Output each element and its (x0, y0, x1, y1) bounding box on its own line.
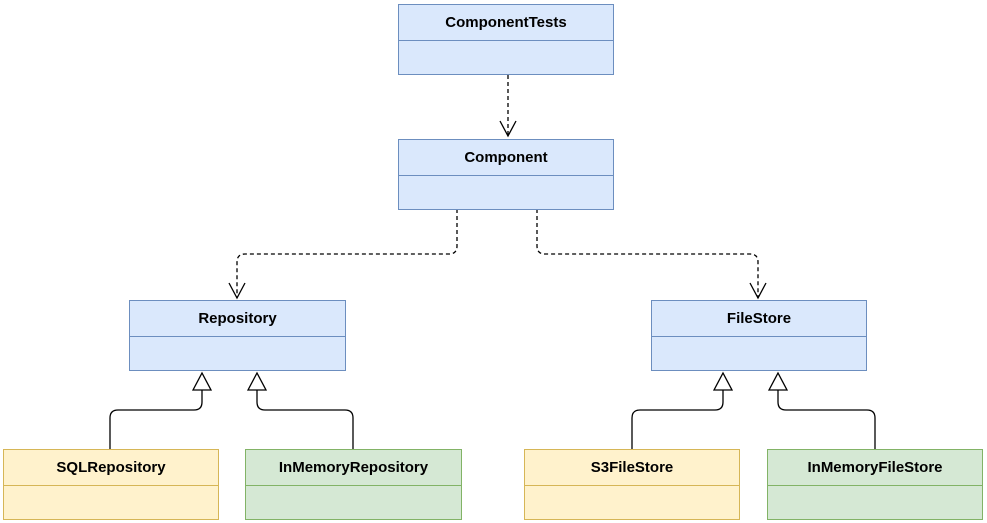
realization-edge-sqlrepository (109, 390, 203, 449)
class-body (525, 486, 739, 520)
open-arrowhead (499, 120, 517, 138)
class-body (399, 176, 613, 210)
class-body (246, 486, 461, 520)
class-body (652, 337, 866, 371)
dependency-edge-component-filestore (536, 209, 759, 298)
class-in-memory-repository[interactable]: InMemoryRepository (245, 449, 462, 520)
class-sql-repository[interactable]: SQLRepository (3, 449, 219, 520)
class-component[interactable]: Component (398, 139, 614, 210)
class-in-memory-file-store[interactable]: InMemoryFileStore (767, 449, 983, 520)
class-body (399, 41, 613, 75)
class-name: SQLRepository (4, 450, 218, 486)
open-arrowhead (228, 282, 246, 300)
class-name: FileStore (652, 301, 866, 337)
class-component-tests[interactable]: ComponentTests (398, 4, 614, 75)
class-name: InMemoryRepository (246, 450, 461, 486)
class-body (768, 486, 982, 520)
class-body (4, 486, 218, 520)
class-name: InMemoryFileStore (768, 450, 982, 486)
dependency-edge-component-repository (236, 209, 458, 298)
class-name: Component (399, 140, 613, 176)
open-arrowhead (749, 282, 767, 300)
realization-edge-inmemoryrepository (256, 390, 354, 449)
realization-edge-inmemoryfilestore (777, 390, 876, 449)
class-body (130, 337, 345, 371)
class-name: Repository (130, 301, 345, 337)
class-repository[interactable]: Repository (129, 300, 346, 371)
hollow-triangle-arrowhead (191, 371, 213, 391)
class-s3-file-store[interactable]: S3FileStore (524, 449, 740, 520)
hollow-triangle-arrowhead (767, 371, 789, 391)
class-file-store[interactable]: FileStore (651, 300, 867, 371)
realization-edge-s3filestore (631, 390, 724, 449)
hollow-triangle-arrowhead (246, 371, 268, 391)
hollow-triangle-arrowhead (712, 371, 734, 391)
class-name: ComponentTests (399, 5, 613, 41)
class-name: S3FileStore (525, 450, 739, 486)
